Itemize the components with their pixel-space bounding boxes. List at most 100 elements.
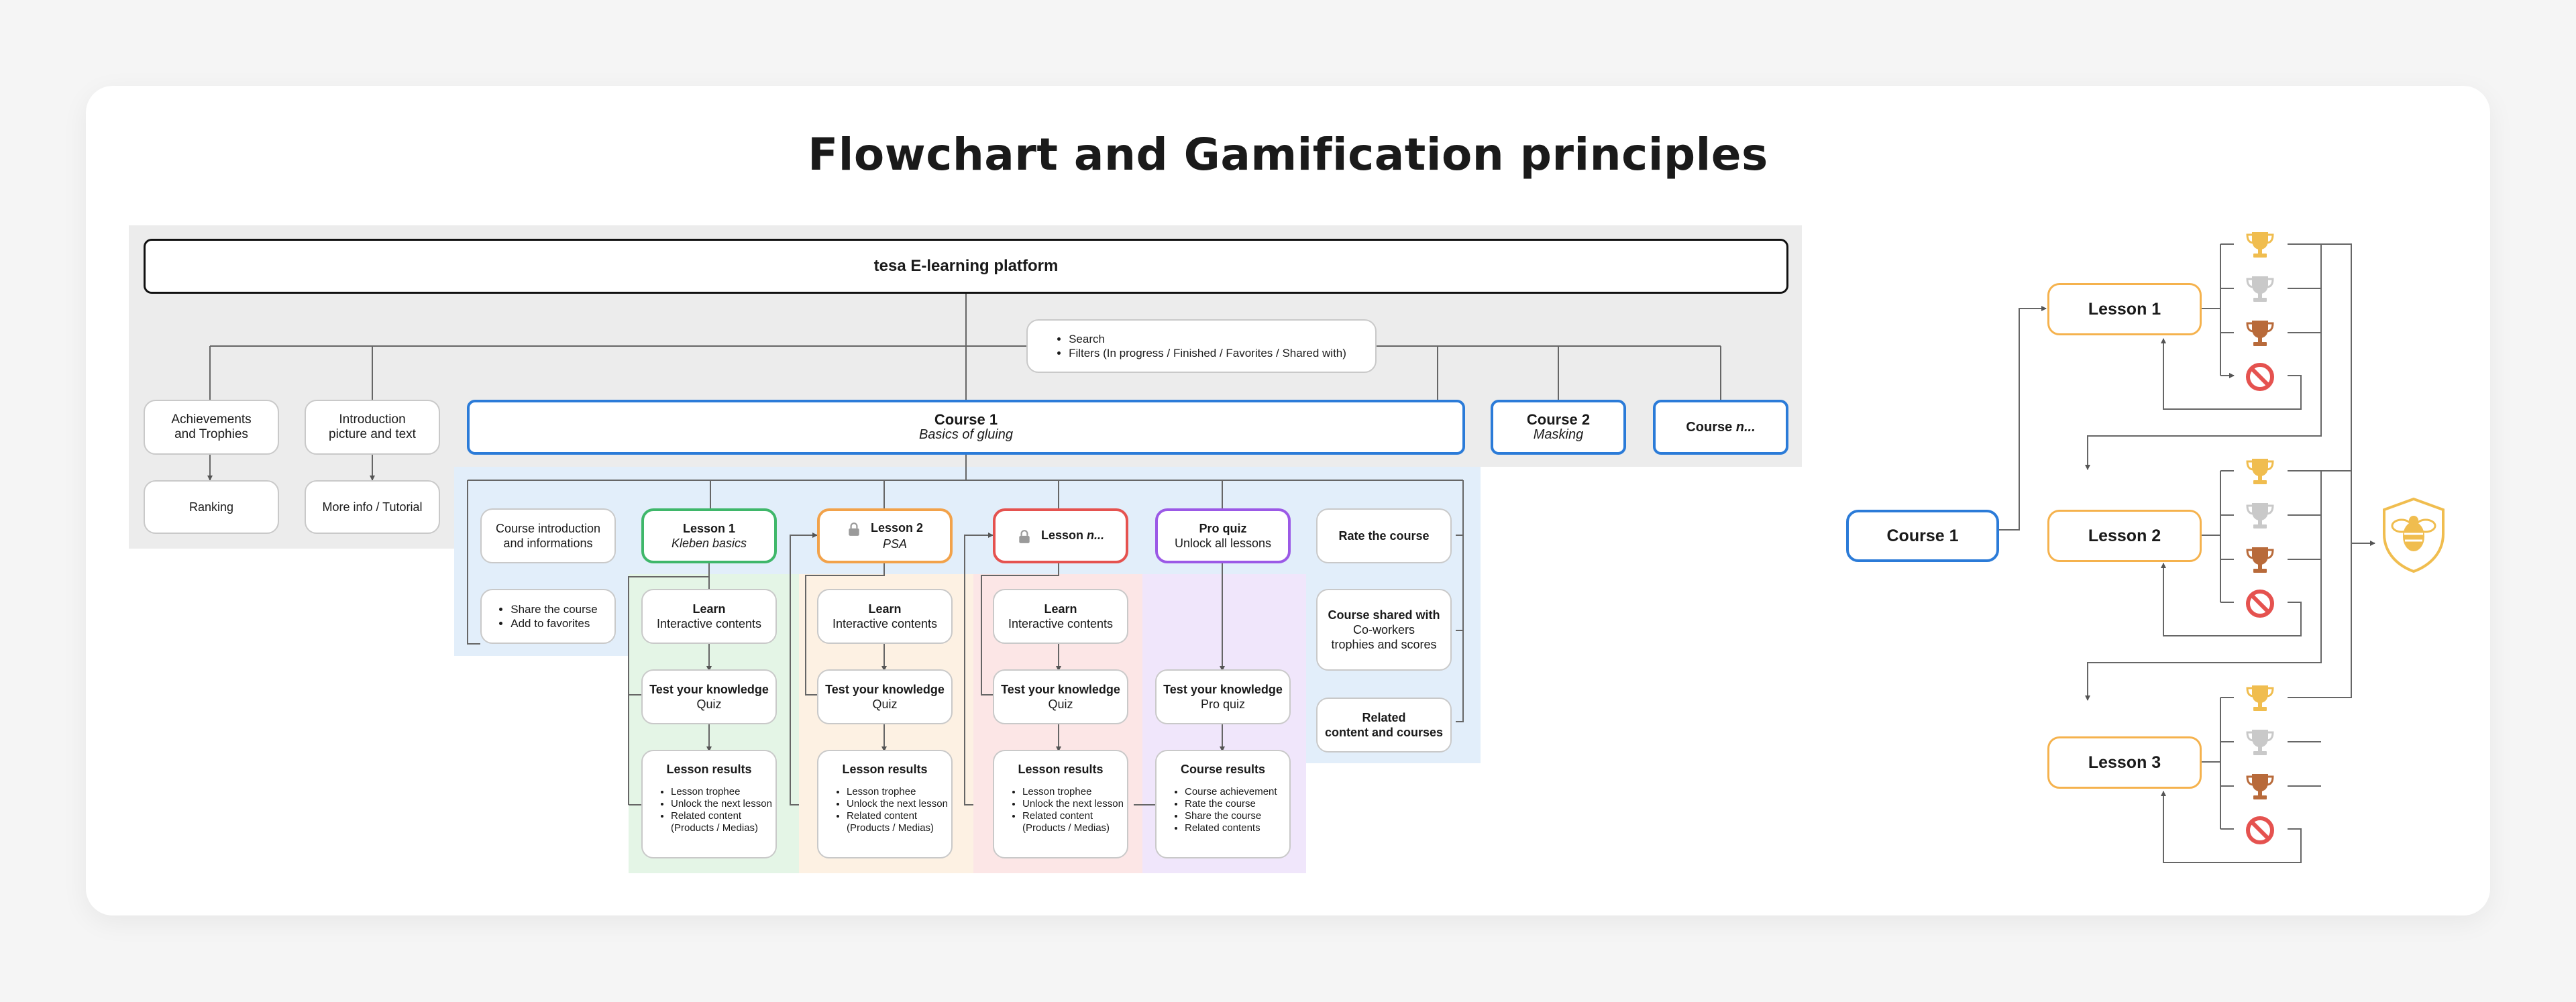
test-title: Test your knowledge xyxy=(1001,683,1120,696)
forbidden-icon xyxy=(2246,816,2274,844)
shared-box: Course shared with Co-workers trophies a… xyxy=(1316,589,1452,671)
more-info-box: More info / Tutorial xyxy=(305,480,440,534)
lesson-results-title: Lesson results xyxy=(666,763,752,776)
lesson2-title: Lesson 2 xyxy=(847,520,923,536)
lesson-results-title: Lesson results xyxy=(842,763,928,776)
gam-lesson3-box: Lesson 3 xyxy=(2047,736,2202,789)
search-list: Search Filters (In progress / Finished /… xyxy=(1057,332,1346,360)
page-title: Flowchart and Gamification principles xyxy=(808,129,1768,180)
achievements-box: Achievements and Trophies xyxy=(144,400,279,455)
result-item: (Products / Medias) xyxy=(671,822,759,834)
trophy-gold-icon xyxy=(2246,459,2274,484)
lesson1-box: Lesson 1 Kleben basics xyxy=(641,508,777,563)
introduction-box: Introduction picture and text xyxy=(305,400,440,455)
test-subtitle: Quiz xyxy=(872,698,898,711)
test-box-2: Test your knowledge Quiz xyxy=(817,669,953,724)
test-title: Test your knowledge xyxy=(1163,683,1283,696)
platform-box: tesa E-learning platform xyxy=(144,239,1788,294)
course-intro-box: Course introduction and informations xyxy=(480,508,616,563)
test-subtitle: Quiz xyxy=(1048,698,1073,711)
course-results-box: Course results Course achievement Rate t… xyxy=(1155,750,1291,858)
result-item: Related content xyxy=(1022,810,1124,822)
learn-title: Learn xyxy=(868,602,902,616)
result-item: Related content xyxy=(671,810,772,822)
trophy-gold-icon xyxy=(2246,685,2274,711)
search-item: Search xyxy=(1069,332,1346,346)
result-item: Rate the course xyxy=(1185,798,1277,810)
ranking-box: Ranking xyxy=(144,480,279,534)
lesson-results-box-2: Lesson results Lesson trophee Unlock the… xyxy=(817,750,953,858)
proquiz-title: Pro quiz xyxy=(1199,522,1247,535)
lesson1-subtitle: Kleben basics xyxy=(671,537,747,550)
learn-box-3: Learn Interactive contents xyxy=(993,589,1128,644)
share-list: Share the course Add to favorites xyxy=(498,602,597,630)
lesson1-title: Lesson 1 xyxy=(682,522,736,535)
result-item: Unlock the next lesson xyxy=(671,798,772,810)
platform-title: tesa E-learning platform xyxy=(873,257,1059,275)
test-box-1: Test your knowledge Quiz xyxy=(641,669,777,724)
test-box-pro: Test your knowledge Pro quiz xyxy=(1155,669,1291,724)
result-item: Lesson trophee xyxy=(1022,786,1124,798)
search-filters-box: Search Filters (In progress / Finished /… xyxy=(1026,319,1377,373)
course-results-title: Course results xyxy=(1180,763,1266,776)
lock-icon xyxy=(1019,529,1030,543)
proquiz-box: Pro quiz Unlock all lessons xyxy=(1155,508,1291,563)
ranking-label: Ranking xyxy=(189,500,234,514)
share-item: Share the course xyxy=(511,602,597,616)
filters-item: Filters (In progress / Finished / Favori… xyxy=(1069,346,1346,360)
trophy-gold-icon xyxy=(2246,232,2274,258)
trophy-bronze-icon xyxy=(2246,547,2274,573)
result-item: Related content xyxy=(847,810,948,822)
trophy-bronze-icon xyxy=(2246,321,2274,346)
learn-box-1: Learn Interactive contents xyxy=(641,589,777,644)
learn-title: Learn xyxy=(692,602,726,616)
gam-course-title: Course 1 xyxy=(1886,526,1959,545)
course2-title: Course 2 xyxy=(1526,411,1591,428)
learn-subtitle: Interactive contents xyxy=(656,617,762,630)
gam-lesson-title: Lesson 2 xyxy=(2088,526,2161,545)
forbidden-icon xyxy=(2246,590,2274,618)
trophy-silver-icon xyxy=(2246,730,2274,755)
test-pro-subtitle: Pro quiz xyxy=(1200,698,1246,711)
lesson-results-box-3: Lesson results Lesson trophee Unlock the… xyxy=(993,750,1128,858)
forbidden-icon xyxy=(2246,363,2274,391)
proquiz-subtitle: Unlock all lessons xyxy=(1174,537,1272,550)
introduction-label: Introduction picture and text xyxy=(329,412,416,441)
learn-subtitle: Interactive contents xyxy=(832,617,938,630)
trophy-bronze-icon xyxy=(2246,774,2274,799)
result-item: Share the course xyxy=(1185,810,1277,822)
related-line1: Related xyxy=(1362,711,1406,724)
test-title: Test your knowledge xyxy=(649,683,769,696)
related-box: Related content and courses xyxy=(1316,698,1452,753)
gam-course-box: Course 1 xyxy=(1846,510,1999,562)
learn-title: Learn xyxy=(1044,602,1077,616)
test-subtitle: Quiz xyxy=(696,698,722,711)
lock-icon xyxy=(849,522,859,536)
favorites-item: Add to favorites xyxy=(511,616,597,630)
result-item: Lesson trophee xyxy=(847,786,948,798)
learn-subtitle: Interactive contents xyxy=(1008,617,1114,630)
rate-course-box: Rate the course xyxy=(1316,508,1452,563)
test-box-3: Test your knowledge Quiz xyxy=(993,669,1128,724)
course1-title: Course 1 xyxy=(934,411,998,428)
coursen-title: Course n... xyxy=(1686,420,1756,435)
trophy-silver-icon xyxy=(2246,503,2274,528)
coursen-box: Course n... xyxy=(1653,400,1788,455)
lesson-results-list: Lesson trophee Unlock the next lesson Re… xyxy=(1010,786,1124,834)
course1-box: Course 1 Basics of gluing xyxy=(467,400,1465,455)
learn-box-2: Learn Interactive contents xyxy=(817,589,953,644)
gam-lesson-title: Lesson 1 xyxy=(2088,300,2161,319)
result-item: (Products / Medias) xyxy=(1022,822,1110,834)
course2-subtitle: Masking xyxy=(1533,427,1584,442)
gam-lesson-title: Lesson 3 xyxy=(2088,753,2161,772)
trophy-silver-icon xyxy=(2246,276,2274,302)
lesson-results-title: Lesson results xyxy=(1018,763,1104,776)
result-item: (Products / Medias) xyxy=(847,822,934,834)
achievements-label: Achievements and Trophies xyxy=(171,412,252,441)
shared-line2: trophies and scores xyxy=(1331,638,1437,651)
related-line2: content and courses xyxy=(1324,726,1444,739)
course-intro-label: Course introduction and informations xyxy=(495,522,601,550)
lesson2-subtitle: PSA xyxy=(882,537,908,551)
rate-course-label: Rate the course xyxy=(1338,529,1430,543)
